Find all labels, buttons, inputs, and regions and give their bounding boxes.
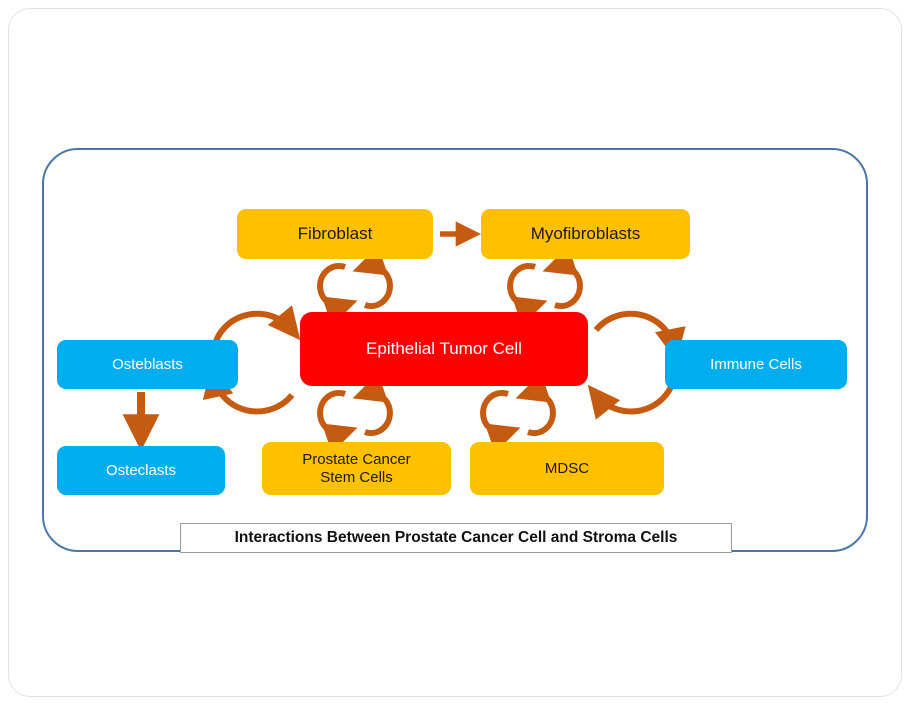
node-epithelial-tumor-cell-label: Epithelial Tumor Cell <box>366 339 522 359</box>
node-osteclasts[interactable]: Osteclasts <box>57 446 225 495</box>
diagram-caption: Interactions Between Prostate Cancer Cel… <box>180 523 732 553</box>
node-fibroblast[interactable]: Fibroblast <box>237 209 433 259</box>
node-immune-cells-label: Immune Cells <box>710 355 802 373</box>
diagram-caption-text: Interactions Between Prostate Cancer Cel… <box>234 529 678 546</box>
node-mdsc-label: MDSC <box>544 459 590 477</box>
node-osteclasts-label: Osteclasts <box>105 461 177 479</box>
node-prostate-cancer-stem-cells-label-line1: Prostate Cancer <box>302 451 411 469</box>
node-myofibroblasts-label: Myofibroblasts <box>530 224 641 244</box>
node-osteblasts-label: Osteblasts <box>112 355 183 373</box>
node-fibroblast-label: Fibroblast <box>297 224 373 244</box>
node-mdsc[interactable]: MDSC <box>470 442 664 495</box>
node-prostate-cancer-stem-cells[interactable]: Prostate Cancer Stem Cells <box>262 442 451 495</box>
node-immune-cells[interactable]: Immune Cells <box>665 340 847 389</box>
node-prostate-cancer-stem-cells-label-line2: Stem Cells <box>320 468 393 486</box>
node-epithelial-tumor-cell[interactable]: Epithelial Tumor Cell <box>300 312 588 386</box>
node-myofibroblasts[interactable]: Myofibroblasts <box>481 209 690 259</box>
node-osteblasts[interactable]: Osteblasts <box>57 340 238 389</box>
